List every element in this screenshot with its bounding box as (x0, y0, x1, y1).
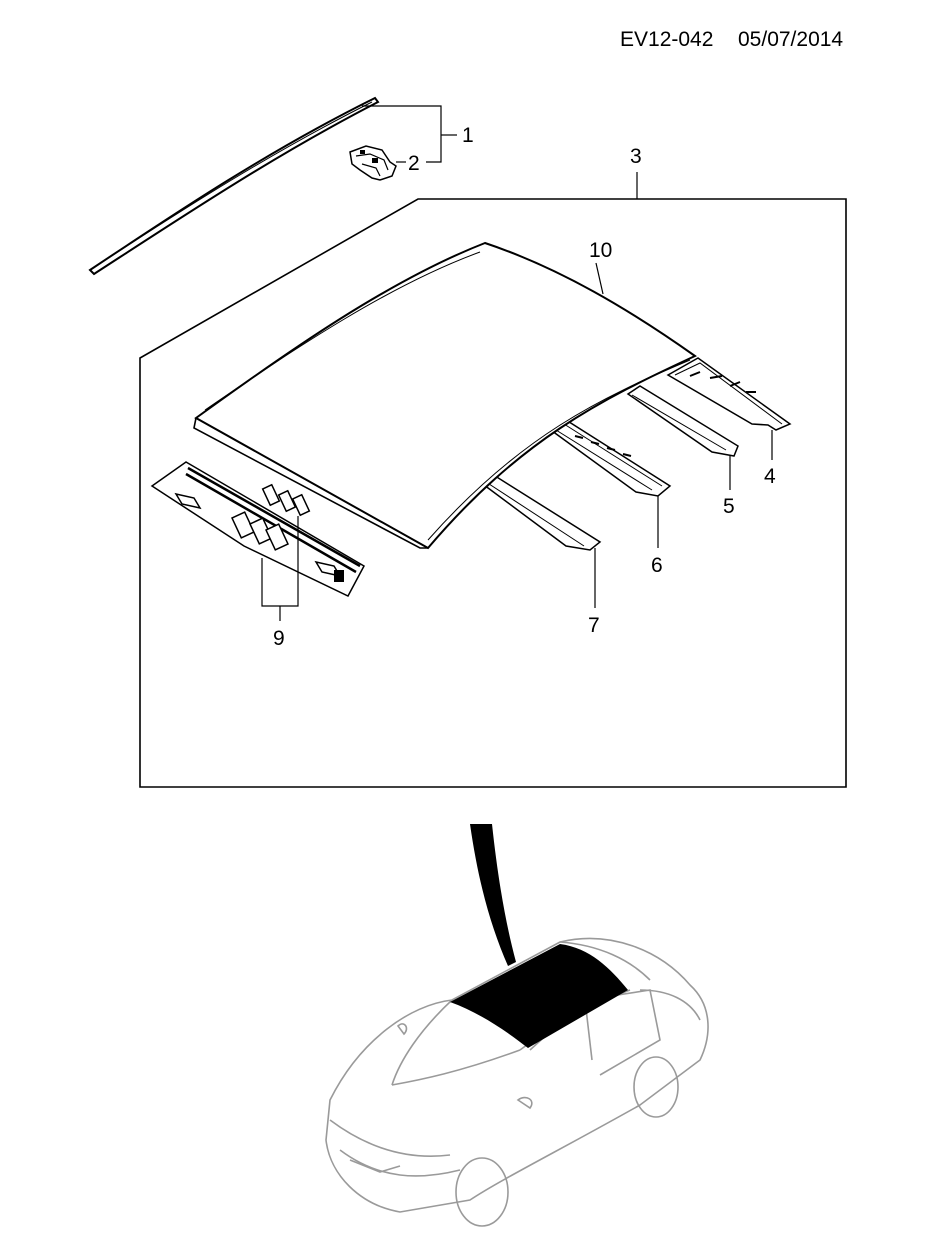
part-9-rear-roof-header[interactable] (150, 461, 366, 597)
callout-1-leader (362, 105, 457, 163)
part-5-roof-bow[interactable] (626, 385, 739, 457)
part-2-clip[interactable] (349, 145, 397, 181)
callout-4-label: 4 (764, 465, 776, 488)
diagram-code: EV12-042 (620, 28, 713, 51)
callout-10-label: 10 (589, 239, 612, 262)
diagram-date: 05/07/2014 (738, 28, 843, 51)
car-roof-highlight (450, 944, 628, 1048)
callout-9-label: 9 (273, 627, 285, 650)
roof-assembly-frame (139, 198, 847, 788)
callout-6-label: 6 (651, 554, 663, 577)
callout-2-label: 2 (408, 152, 420, 175)
part-1-roof-molding[interactable] (88, 96, 380, 276)
part-7-rear-roof-bow[interactable] (478, 473, 602, 551)
part-4-front-roof-rail[interactable] (666, 357, 792, 431)
part-6-roof-bow[interactable] (546, 419, 672, 497)
callout-10-leader (595, 262, 604, 295)
location-pointer (470, 824, 516, 966)
callout-5-label: 5 (723, 495, 735, 518)
callout-7-label: 7 (588, 614, 600, 637)
callout-1-label: 1 (462, 124, 474, 147)
part-10-roof-panel[interactable] (193, 241, 697, 550)
callout-9-leader (261, 516, 299, 621)
callout-3-label: 3 (630, 145, 642, 168)
